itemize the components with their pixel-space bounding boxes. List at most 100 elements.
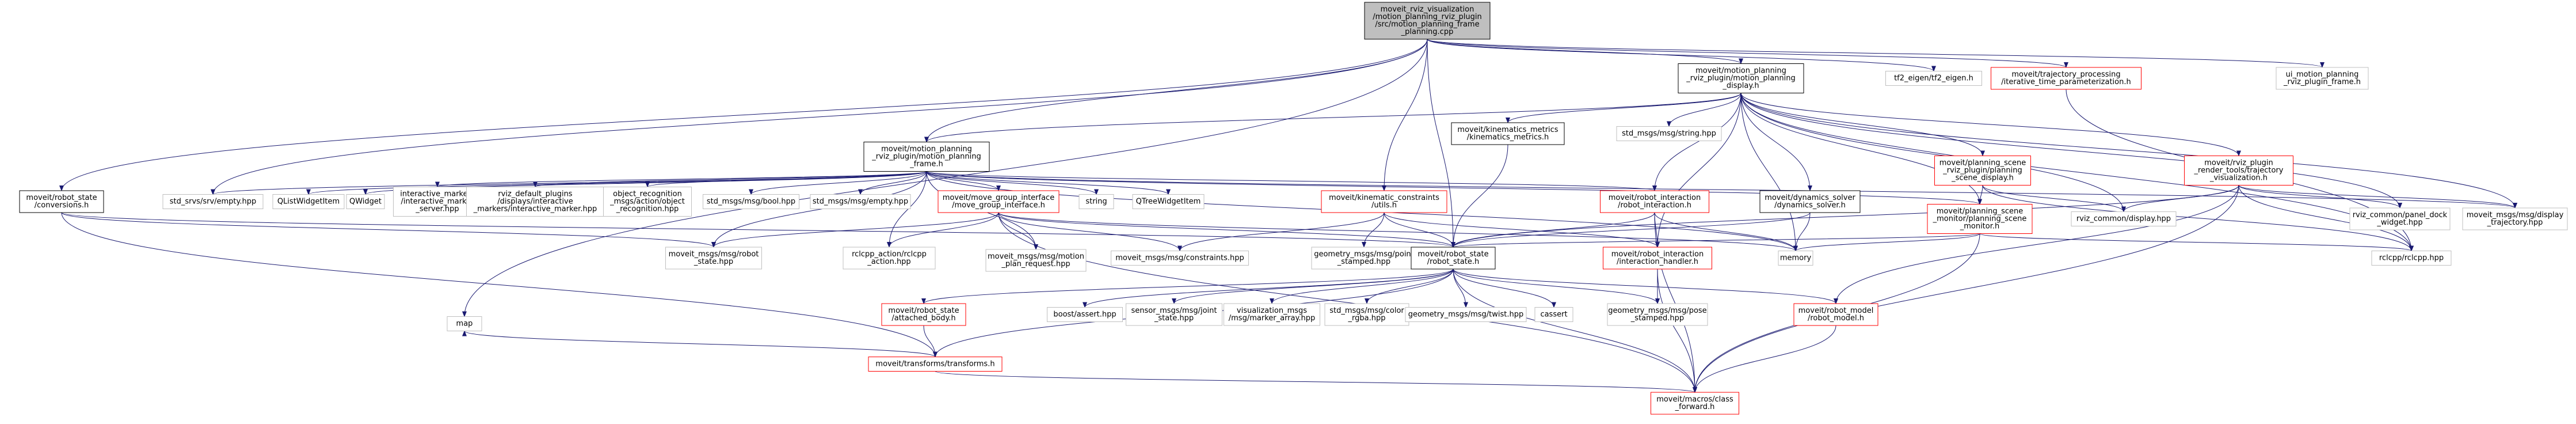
node-label: moveit/macros/class <box>1656 395 1733 404</box>
node-label: QListWidgetItem <box>277 198 340 206</box>
node-mpd[interactable]: moveit/motion_planning_rviz_plugin/motio… <box>1678 63 1804 93</box>
node-label: /msg/marker_array.hpp <box>1229 314 1315 323</box>
node-label: moveit/planning_scene <box>1937 207 2023 216</box>
node-label: _state.hpp <box>693 258 733 266</box>
node-box <box>1678 63 1804 93</box>
edge-mpd-to-psd <box>1740 93 1985 157</box>
node-label: /attached_body.h <box>891 314 955 323</box>
node-tr[interactable]: moveit/transforms/transforms.h <box>868 357 1003 372</box>
node-label: memory <box>1780 254 1812 263</box>
node-mmrobotstate[interactable]: moveit_msgs/msg/robot_state.hpp <box>665 247 762 270</box>
node-box <box>938 190 1060 213</box>
node-ih[interactable]: moveit/robot_interaction/interaction_han… <box>1603 247 1712 270</box>
node-stdempty[interactable]: std_msgs/msg/empty.hpp <box>810 194 911 209</box>
node-label: moveit/kinematic_constraints <box>1329 194 1439 202</box>
node-label: moveit/move_group_interface <box>943 194 1054 202</box>
node-paneldock[interactable]: rviz_common/panel_dock_widget.hpp <box>2349 207 2451 230</box>
node-tf2eigen[interactable]: tf2_eigen/tf2_eigen.h <box>1885 71 1982 86</box>
node-posestamped[interactable]: geometry_msgs/msg/pose_stamped.hpp <box>1607 303 1708 326</box>
node-ds[interactable]: moveit/dynamics_solver/dynamics_solver.h <box>1759 190 1861 213</box>
node-rclaction[interactable]: rclcpp_action/rclcpp_action.hpp <box>843 247 936 270</box>
node-stdbool[interactable]: std_msgs/msg/bool.hpp <box>703 194 799 209</box>
node-label: tf2_eigen/tf2_eigen.h <box>1894 74 1973 83</box>
node-label: moveit_msgs/msg/robot <box>669 250 759 259</box>
node-label: moveit/robot_state <box>26 194 97 202</box>
edge-mgi-to-mmmpr <box>998 212 1038 250</box>
node-mmconstraints[interactable]: moveit_msgs/msg/constraints.hpp <box>1111 251 1249 266</box>
edge-rtv-to-rclcpp <box>2238 185 2414 252</box>
node-mmdisptraj[interactable]: moveit_msgs/msg/display_trajectory.hpp <box>2462 207 2568 230</box>
node-markerarray[interactable]: visualization_msgs/msg/marker_array.hpp <box>1224 303 1320 326</box>
node-twist[interactable]: geometry_msgs/msg/twist.hpp <box>1405 307 1527 322</box>
node-box <box>1324 303 1409 326</box>
node-rvizdisplay[interactable]: rviz_common/display.hpp <box>2071 211 2177 226</box>
node-qwidget[interactable]: QWidget <box>346 194 385 209</box>
node-itp[interactable]: moveit/trajectory_processing/iterative_t… <box>1991 67 2141 90</box>
node-memory[interactable]: memory <box>1778 251 1813 266</box>
node-kinmetrics[interactable]: moveit/kinematics_metrics/kinematics_met… <box>1451 122 1565 145</box>
edge-rs-to-rm <box>1453 268 1838 304</box>
edge-mpf-to-objrec <box>645 171 927 188</box>
edge-mpf-to-mmdisptraj <box>926 171 2517 209</box>
node-conv[interactable]: moveit/robot_state/conversions.h <box>19 190 104 213</box>
node-stdstring[interactable]: std_msgs/msg/string.hpp <box>1616 126 1722 141</box>
edge-root-to-itp <box>1427 39 2068 68</box>
edge-mpf-to-qtree <box>926 171 1171 195</box>
node-label: std_msgs/msg/color <box>1329 306 1404 315</box>
node-box <box>881 303 966 326</box>
node-label: moveit/robot_interaction <box>1609 194 1701 202</box>
node-box <box>603 187 692 217</box>
node-label: moveit/robot_interaction <box>1611 250 1704 259</box>
node-boostassert[interactable]: boost/assert.hpp <box>1047 307 1123 322</box>
node-rs[interactable]: moveit/robot_state/robot_state.h <box>1411 247 1496 270</box>
node-label: /src/motion_planning_frame <box>1375 20 1479 29</box>
edge-kinmetrics-to-rs <box>1451 144 1508 248</box>
node-mpf[interactable]: moveit/motion_planning_rviz_plugin/motio… <box>863 142 990 172</box>
node-box <box>1111 251 1249 266</box>
node-psm[interactable]: moveit/planning_scene_monitor/planning_s… <box>1927 204 2033 234</box>
node-box <box>1321 190 1447 213</box>
node-label: /kinematics_metrics.h <box>1467 133 1549 142</box>
node-box <box>19 190 104 213</box>
node-jointstate[interactable]: sensor_msgs/msg/joint_state.hpp <box>1126 303 1222 326</box>
node-map[interactable]: map <box>447 316 482 331</box>
node-rm[interactable]: moveit/robot_model/robot_model.h <box>1793 303 1878 326</box>
edge-rs-to-cf <box>1453 268 1697 393</box>
edge-mpf-to-stdempty <box>858 171 927 195</box>
node-psd[interactable]: moveit/planning_scene_rviz_plugin/planni… <box>1934 156 2031 186</box>
node-ab[interactable]: moveit/robot_state/attached_body.h <box>881 303 966 326</box>
node-srvempty[interactable]: std_srvs/srv/empty.hpp <box>162 194 264 209</box>
node-label: _render_tools/trajectory <box>2194 166 2284 175</box>
node-root[interactable]: moveit_rviz_visualization/motion_plannin… <box>1364 2 1491 40</box>
node-rclcpp[interactable]: rclcpp/rclcpp.hpp <box>2371 251 2452 266</box>
node-rtv[interactable]: moveit/rviz_plugin_render_tools/trajecto… <box>2184 156 2293 186</box>
edge-mpd-to-ds <box>1740 93 1812 191</box>
edge-rtv-to-mmdisptraj <box>2238 185 2517 209</box>
node-uimpf[interactable]: ui_motion_planning_rviz_plugin_frame.h <box>2276 67 2369 90</box>
node-colorrgba[interactable]: std_msgs/msg/color_rgba.hpp <box>1324 303 1409 326</box>
edge-mpf-to-mmrobotstate <box>711 171 927 248</box>
node-box <box>346 194 385 209</box>
node-rdpim[interactable]: rviz_default_plugins/displays/interactiv… <box>466 187 604 217</box>
node-box <box>2349 207 2451 230</box>
node-cassert[interactable]: cassert <box>1534 307 1573 322</box>
node-string[interactable]: string <box>1079 194 1114 209</box>
node-box <box>810 194 911 209</box>
node-box <box>2276 67 2369 90</box>
edge-rs-to-cassert <box>1453 268 1556 308</box>
node-kc[interactable]: moveit/kinematic_constraints/utils.h <box>1321 190 1447 213</box>
edge-mgi-to-mmconstraints <box>998 212 1182 252</box>
node-mmmpr[interactable]: moveit_msgs/msg/motion_plan_request.hpp <box>985 249 1087 272</box>
node-objrec[interactable]: object_recognition_msgs/action/object_re… <box>603 187 692 217</box>
node-qtree[interactable]: QTreeWidgetItem <box>1132 194 1205 209</box>
node-qlist[interactable]: QListWidgetItem <box>272 194 345 209</box>
node-gmpointstamped[interactable]: geometry_msgs/msg/point_stamped.hpp <box>1311 247 1417 270</box>
node-cf[interactable]: moveit/macros/class_forward.h <box>1651 392 1739 415</box>
node-label: moveit_msgs/msg/motion <box>988 252 1084 261</box>
node-label: QTreeWidgetItem <box>1136 198 1201 206</box>
edge-rs-to-markerarray <box>1270 268 1454 304</box>
node-ri[interactable]: moveit/robot_interaction/robot_interacti… <box>1600 190 1709 213</box>
node-mgi[interactable]: moveit/move_group_interface/move_group_i… <box>938 190 1060 213</box>
node-box <box>2462 207 2568 230</box>
node-label: moveit/robot_state <box>1417 250 1488 259</box>
